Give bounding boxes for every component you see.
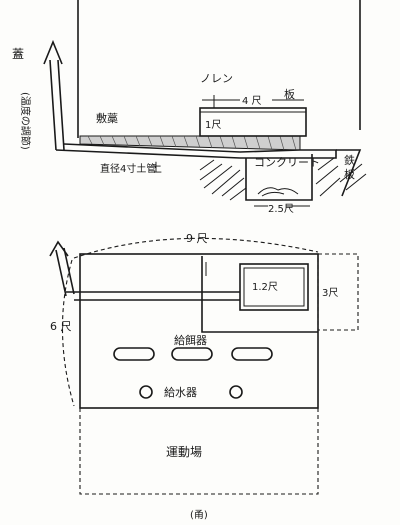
depth-label: 6 尺: [50, 320, 72, 333]
feeder-slot-3: [231, 347, 273, 361]
iron-plate: [336, 149, 362, 197]
pit: [245, 154, 313, 201]
soil-label: 土: [150, 161, 162, 175]
box-depth-label: 3尺: [322, 287, 338, 299]
feeder-label: 給餌器: [174, 333, 207, 347]
concrete-label: コンクリート: [254, 156, 320, 169]
plan-vent-pipe: [55, 247, 75, 297]
iron-label: 鉄: [344, 153, 355, 167]
straw-label: 敷藁: [96, 111, 118, 125]
raised-box: [199, 107, 307, 137]
plan-vent-arrow: [49, 240, 69, 257]
vent-arrow: [43, 39, 63, 65]
waterer-1: [139, 385, 153, 399]
plan-view: 9 尺 1.2尺 3尺 6 尺 給餌器 給水器 運動場: [49, 232, 359, 495]
hut-outline: [79, 253, 319, 409]
yard-label: 運動場: [166, 445, 202, 459]
pit-box-inner: [243, 267, 305, 307]
partition-line: [201, 256, 318, 333]
exercise-yard: [79, 407, 319, 495]
pipe-label: 直径4寸土管: [100, 162, 156, 175]
lid-label: 蓋: [12, 47, 24, 61]
section-view: 蓋 (温度の調節) 敷藁 ノレン 板 4 尺 1尺 土 直径4寸土管 コンクリー…: [12, 0, 367, 215]
waterer-label: 給水器: [164, 385, 197, 399]
lid-note: (温度の調節): [19, 92, 32, 150]
feeder-slot-1: [113, 347, 155, 361]
pit-width-label: 2.5尺: [268, 203, 294, 215]
box-width-label: 1.2尺: [252, 281, 278, 293]
feeder-slot-2: [171, 347, 213, 361]
depth-arc: [61, 259, 75, 407]
plan-pipe: [66, 291, 240, 301]
straw-bedding: [79, 135, 301, 151]
clay-pipe: [55, 143, 241, 159]
outer-dashed-box: [317, 253, 359, 331]
width-label: 4 尺: [242, 95, 262, 107]
waterer-2: [229, 385, 243, 399]
vent-pipe: [49, 59, 65, 151]
pit-box: [239, 263, 309, 311]
board-label: 板: [284, 87, 295, 101]
curtain-label: ノレン: [200, 72, 233, 85]
total-width-label: 9 尺: [186, 232, 208, 245]
iron-label-2: 板: [344, 167, 355, 181]
ground-hatching: [199, 157, 367, 201]
figure-caption: (甬): [190, 509, 208, 521]
height-label: 1尺: [205, 119, 221, 131]
total-width-arc: [73, 237, 319, 259]
